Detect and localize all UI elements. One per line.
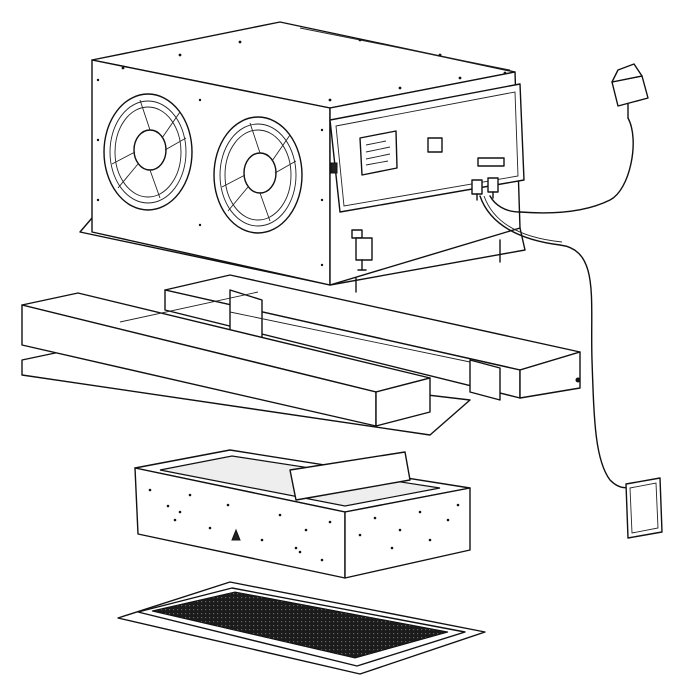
indicator-window <box>427 137 443 153</box>
fan-icon <box>213 116 303 234</box>
damper-flap <box>289 451 411 501</box>
grille <box>117 581 486 675</box>
switch-icon <box>330 162 338 174</box>
power-cord <box>519 117 634 214</box>
main-unit <box>79 21 526 293</box>
rivets-right <box>358 503 460 550</box>
terminal-strip <box>477 157 505 167</box>
control-cable <box>479 195 633 489</box>
label-plate <box>359 130 398 176</box>
power-adapter <box>489 63 649 214</box>
plenum-box <box>134 449 471 579</box>
fan-icon <box>103 93 193 211</box>
warning-mark-icon <box>231 528 241 541</box>
connector-icon <box>471 177 499 201</box>
rivets-front <box>148 488 332 562</box>
grille-mesh <box>151 591 449 659</box>
mounting-frame <box>21 274 581 436</box>
rivets-top <box>121 38 507 102</box>
wall-control-plate <box>479 195 663 539</box>
fitting-icon <box>351 229 373 271</box>
